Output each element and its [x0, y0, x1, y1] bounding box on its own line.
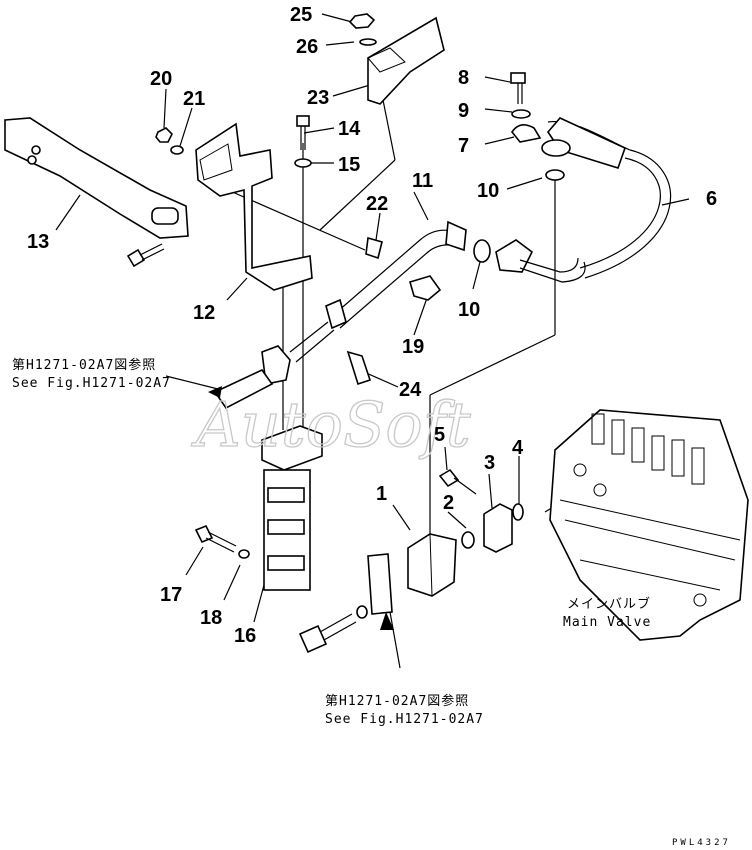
reference-notes: 第H1271-02A7図参照 See Fig.H1271-02A7 第H1271…: [12, 357, 651, 727]
callout-9: 9: [458, 100, 469, 122]
callout-4: 4: [512, 437, 524, 459]
drawing-code: PWL4327: [672, 838, 731, 848]
callout-15: 15: [338, 154, 360, 176]
callout-8: 8: [458, 67, 469, 89]
callout-21: 21: [183, 88, 205, 110]
part-shapes: [4, 13, 749, 654]
callout-17: 17: [160, 584, 182, 606]
callout-16: 16: [234, 625, 256, 647]
lower-reference-jp: 第H1271-02A7図参照: [325, 693, 469, 709]
callout-10-lower: 10: [458, 299, 480, 321]
callout-13: 13: [27, 231, 49, 253]
lower-reference-en: See Fig.H1271-02A7: [325, 712, 484, 727]
callout-22: 22: [366, 193, 388, 215]
callout-23: 23: [307, 87, 329, 109]
watermark-text: AutoSoft: [191, 388, 471, 461]
callout-6: 6: [706, 188, 717, 210]
callout-14: 14: [338, 118, 361, 140]
callout-3: 3: [484, 452, 495, 474]
callout-18: 18: [200, 607, 222, 629]
upper-reference-en: See Fig.H1271-02A7: [12, 376, 171, 391]
callout-7: 7: [458, 135, 469, 157]
upper-reference-jp: 第H1271-02A7図参照: [12, 357, 156, 373]
callout-19: 19: [402, 336, 424, 358]
callout-1: 1: [376, 483, 387, 505]
callout-26: 26: [296, 36, 318, 58]
callout-24: 24: [399, 379, 422, 401]
callout-2: 2: [443, 492, 454, 514]
callout-12: 12: [193, 302, 215, 324]
main-valve-label-jp: メインバルブ: [567, 596, 651, 612]
callout-10-upper: 10: [477, 180, 499, 202]
main-valve-label-en: Main Valve: [563, 615, 651, 630]
callout-5: 5: [434, 424, 445, 446]
callout-20: 20: [150, 68, 172, 90]
callout-11: 11: [412, 170, 433, 192]
callout-25: 25: [290, 4, 312, 26]
callout-numbers: 25 26 23 8 9 7 10 6 20 21 14 15 11 22 13…: [27, 4, 717, 647]
